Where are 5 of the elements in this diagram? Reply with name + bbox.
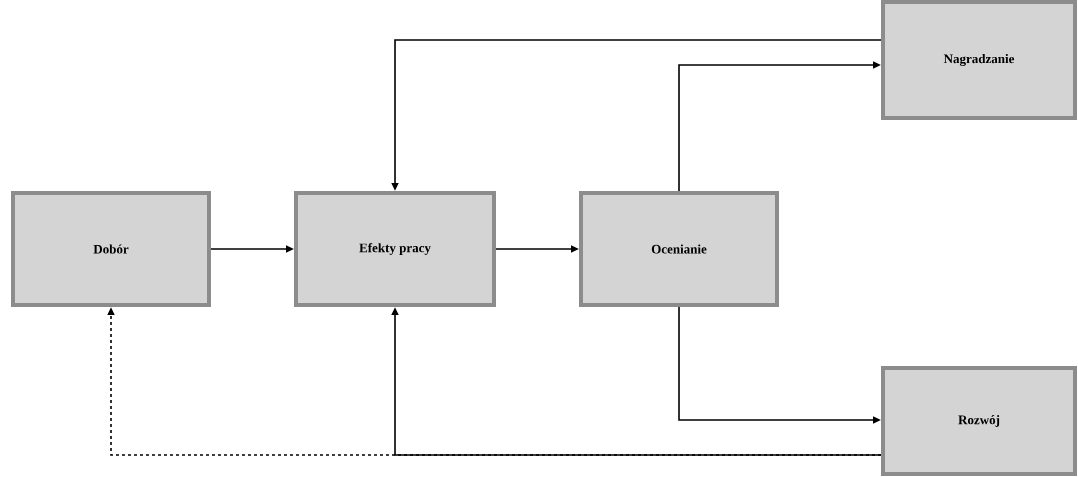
process-box: Nagradzanie [881,0,1077,120]
process-box: Efekty pracy [294,191,496,307]
process-box: Dobór [11,191,211,307]
process-box: Ocenianie [579,191,779,307]
process-box: Rozwój [881,366,1077,476]
